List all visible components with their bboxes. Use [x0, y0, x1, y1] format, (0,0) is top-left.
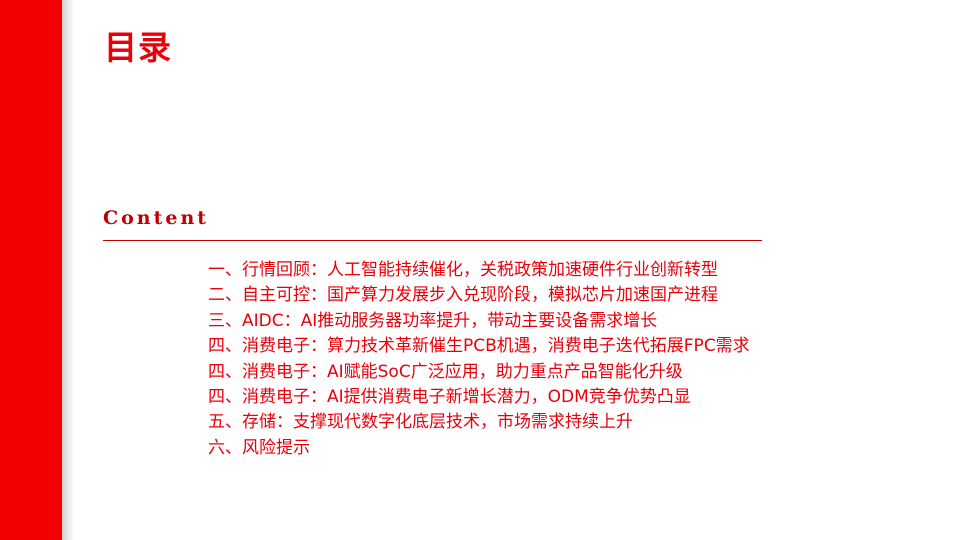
toc-item-2: 二、自主可控：国产算力发展步入兑现阶段，模拟芯片加速国产进程 — [208, 285, 718, 306]
content-label: Content — [103, 207, 210, 229]
toc-item-1: 一、行情回顾：人工智能持续催化，关税政策加速硬件行业创新转型 — [208, 260, 718, 280]
side-accent-bar — [0, 0, 62, 540]
page-title: 目录 — [104, 28, 172, 67]
toc-item-7: 五、存储：支撑现代数字化底层技术，市场需求持续上升 — [208, 412, 633, 433]
side-bar-shadow — [62, 0, 73, 540]
toc-item-5: 四、消费电子：AI赋能SoC广泛应用，助力重点产品智能化升级 — [208, 361, 683, 382]
toc-item-3: 三、AIDC：AI推动服务器功率提升，带动主要设备需求增长 — [208, 310, 658, 331]
toc-list: 一、行情回顾：人工智能持续催化，关税政策加速硬件行业创新转型 二、自主可控：国产… — [208, 258, 750, 461]
content-divider — [103, 240, 762, 241]
toc-item-6: 四、消费电子：AI提供消费电子新增长潜力，ODM竞争优势凸显 — [208, 387, 691, 408]
toc-item-8: 六、风险提示 — [208, 437, 310, 458]
toc-item-4: 四、消费电子：算力技术革新催生PCB机遇，消费电子迭代拓展FPC需求 — [208, 336, 750, 357]
